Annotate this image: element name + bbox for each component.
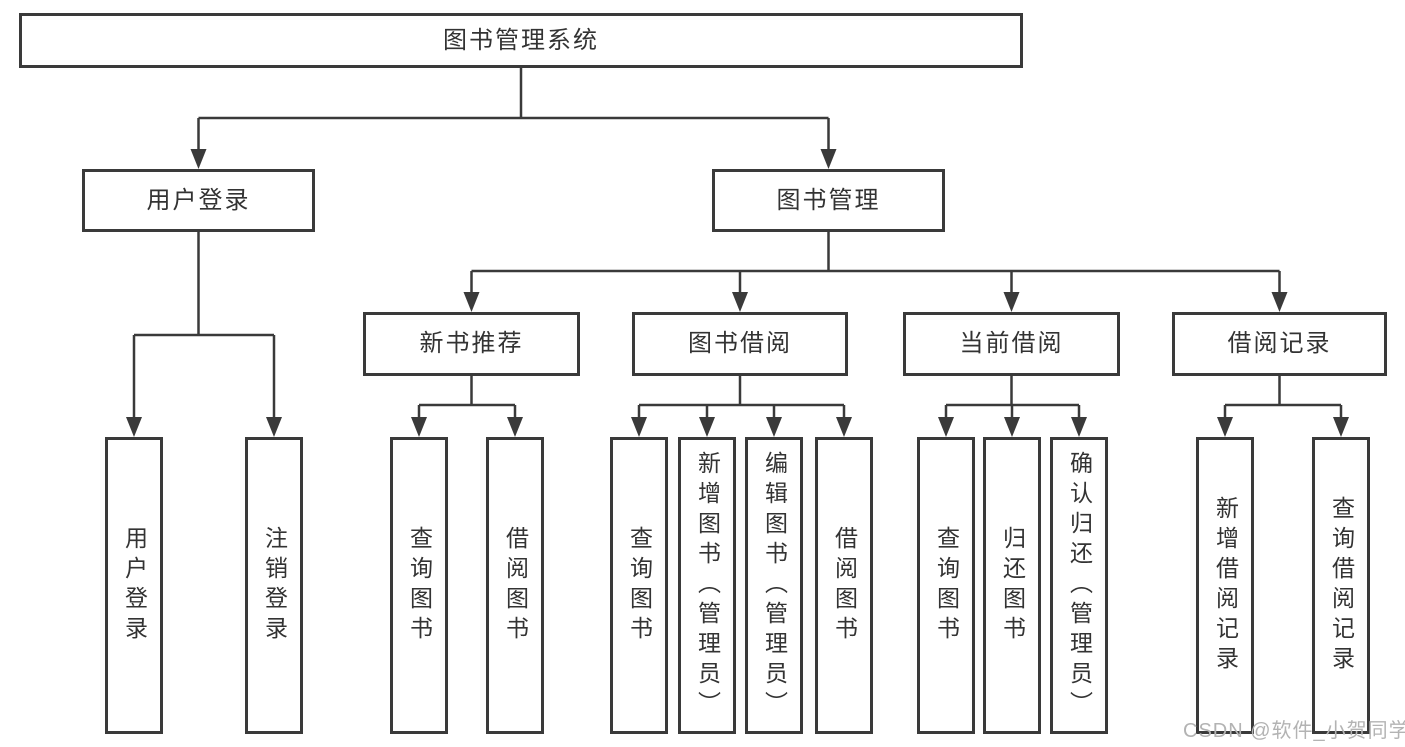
edge-userlogin-to-leaves <box>132 232 276 420</box>
leaf-query-borrow-record: 查询借阅记录 <box>1312 437 1370 734</box>
node-book-management-label: 图书管理 <box>776 186 881 214</box>
edge-bookmgmt-to-level3 <box>470 232 1281 295</box>
leaf-return-book: 归还图书 <box>983 437 1041 734</box>
edge-currentborrow-to-leaves <box>944 376 1081 420</box>
edge-bookborrow-to-leaves <box>637 376 846 420</box>
leaf-logout: 注销登录 <box>245 437 303 734</box>
node-book-management: 图书管理 <box>712 169 945 232</box>
leaf-user-login: 用户登录 <box>105 437 163 734</box>
node-current-borrowing-label: 当前借阅 <box>959 330 1064 357</box>
node-book-borrowing: 图书借阅 <box>632 312 848 376</box>
node-current-borrowing: 当前借阅 <box>903 312 1120 376</box>
node-user-login: 用户登录 <box>82 169 315 232</box>
arrowheads <box>126 149 1349 437</box>
leaf-query-book-borrowing-label: 查询图书 <box>626 525 653 646</box>
leaf-borrow-book-recommend-label: 借阅图书 <box>502 525 529 646</box>
leaf-query-book-current: 查询图书 <box>917 437 975 734</box>
node-borrow-records: 借阅记录 <box>1172 312 1387 376</box>
leaf-add-borrow-record-label: 新增借阅记录 <box>1212 495 1239 676</box>
leaf-edit-book-admin: 编辑图书（管理员） <box>745 437 803 734</box>
edge-borrowrecords-to-leaves <box>1223 376 1343 420</box>
leaf-query-book-recommend-label: 查询图书 <box>406 525 433 646</box>
leaf-borrow-book-borrowing-label: 借阅图书 <box>831 525 858 646</box>
leaf-query-borrow-record-label: 查询借阅记录 <box>1328 495 1355 676</box>
node-borrow-records-label: 借阅记录 <box>1227 330 1332 357</box>
edge-newbook-to-leaves <box>417 376 517 420</box>
edge-root-to-level2 <box>197 68 830 152</box>
node-new-book-recommend-label: 新书推荐 <box>419 330 524 357</box>
leaf-user-login-label: 用户登录 <box>121 525 148 646</box>
leaf-add-borrow-record: 新增借阅记录 <box>1196 437 1254 734</box>
leaf-add-book-admin-label: 新增图书（管理员） <box>694 450 721 721</box>
node-user-login-label: 用户登录 <box>146 186 251 214</box>
leaf-query-book-borrowing: 查询图书 <box>610 437 668 734</box>
node-book-borrowing-label: 图书借阅 <box>688 330 792 357</box>
node-root-label: 图书管理系统 <box>443 26 599 54</box>
csdn-watermark: CSDN @软件_小贺同学 <box>1183 720 1405 742</box>
leaf-query-book-recommend: 查询图书 <box>390 437 448 734</box>
node-root: 图书管理系统 <box>19 13 1023 68</box>
leaf-confirm-return-admin-label: 确认归还（管理员） <box>1066 450 1093 721</box>
leaf-edit-book-admin-label: 编辑图书（管理员） <box>761 450 788 721</box>
leaf-borrow-book-borrowing: 借阅图书 <box>815 437 873 734</box>
leaf-logout-label: 注销登录 <box>261 525 288 646</box>
leaf-borrow-book-recommend: 借阅图书 <box>486 437 544 734</box>
leaf-confirm-return-admin: 确认归还（管理员） <box>1050 437 1108 734</box>
leaf-add-book-admin: 新增图书（管理员） <box>678 437 736 734</box>
node-new-book-recommend: 新书推荐 <box>363 312 580 376</box>
leaf-return-book-label: 归还图书 <box>999 525 1026 646</box>
leaf-query-book-current-label: 查询图书 <box>933 525 960 646</box>
